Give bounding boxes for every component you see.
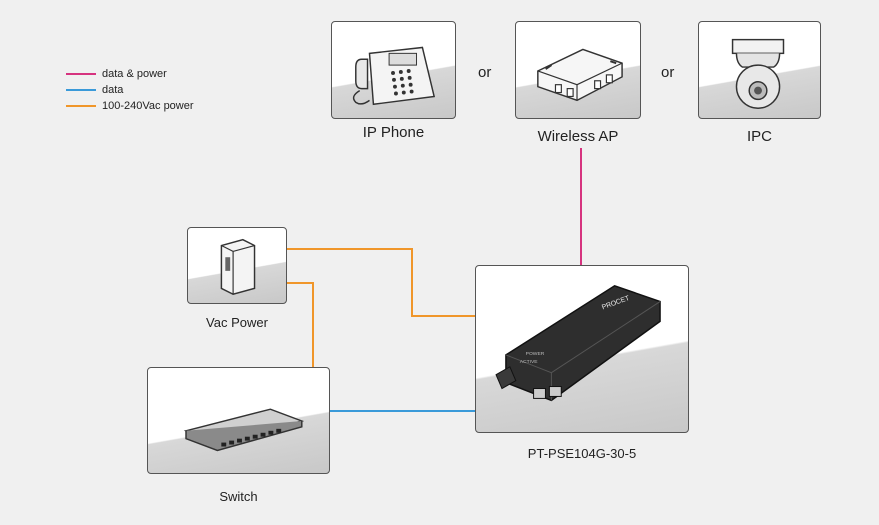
vac-power-label: Vac Power bbox=[206, 315, 268, 330]
poe-injector-icon: PROCET POWER ACTIVE bbox=[495, 284, 661, 402]
ipc-card bbox=[698, 21, 821, 119]
legend-swatch bbox=[66, 73, 96, 75]
switch-card bbox=[147, 367, 330, 474]
legend-swatch bbox=[66, 89, 96, 91]
injector-power-text: POWER bbox=[526, 351, 545, 357]
vac-power-card bbox=[187, 227, 287, 304]
legend-item-ac-power: 100-240Vac power bbox=[66, 98, 194, 114]
network-switch-icon bbox=[183, 408, 305, 452]
poe-injector-card: PROCET POWER ACTIVE bbox=[475, 265, 689, 433]
ac-power-wire-vac bbox=[287, 248, 475, 317]
ip-phone-label: IP Phone bbox=[362, 124, 425, 141]
ipc-camera-icon bbox=[731, 38, 785, 109]
switch-label: Switch bbox=[219, 489, 258, 504]
poe-injector-label: PT-PSE104G-30-5 bbox=[527, 446, 637, 461]
legend-swatch bbox=[66, 105, 96, 107]
wireless-ap-icon bbox=[537, 48, 623, 102]
ups-power-icon bbox=[220, 238, 256, 296]
wireless-ap-label: Wireless AP bbox=[537, 128, 619, 145]
or-label: or bbox=[661, 64, 675, 81]
legend-label: data bbox=[102, 84, 124, 96]
legend-label: data & power bbox=[102, 68, 167, 80]
legend-item-data-power: data & power bbox=[66, 66, 194, 82]
injector-active-text: ACTIVE bbox=[520, 359, 539, 365]
legend: data & power data 100-240Vac power bbox=[66, 66, 194, 114]
ac-power-wire-switch bbox=[287, 282, 314, 370]
legend-item-data: data bbox=[66, 82, 194, 98]
ip-phone-card bbox=[331, 21, 456, 119]
or-label: or bbox=[478, 64, 492, 81]
legend-label: 100-240Vac power bbox=[102, 100, 194, 112]
wireless-ap-card bbox=[515, 21, 641, 119]
ipc-label: IPC bbox=[746, 128, 772, 145]
ip-phone-icon bbox=[352, 46, 436, 106]
